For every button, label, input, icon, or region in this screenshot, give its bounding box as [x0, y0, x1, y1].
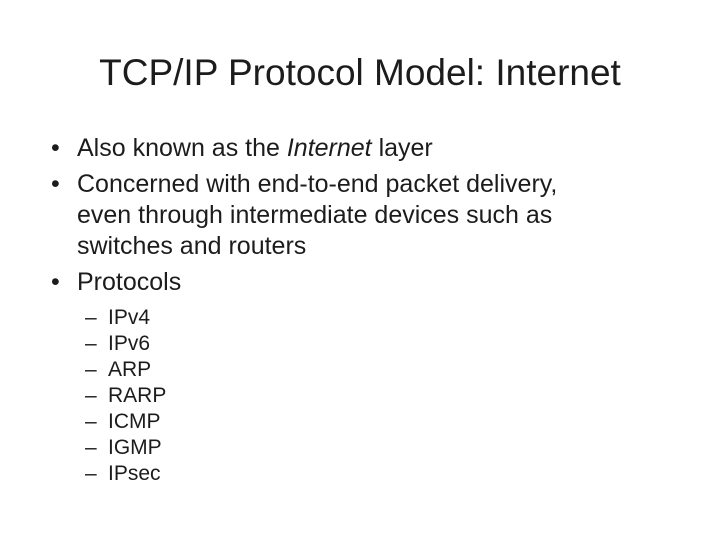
protocol-label: RARP [108, 384, 167, 407]
slide-title: TCP/IP Protocol Model: Internet [99, 52, 621, 93]
dash-icon: – [85, 436, 97, 459]
protocol-item: – IPsec [0, 461, 700, 487]
protocol-item: – ARP [0, 357, 700, 383]
protocol-item: – IPv4 [0, 305, 700, 331]
slide-body: • Also known as the Internet layer • Con… [0, 133, 700, 487]
protocol-item: – IPv6 [0, 331, 700, 357]
dash-icon: – [85, 358, 97, 381]
dash-icon: – [85, 384, 97, 407]
bullet-dot-icon: • [51, 170, 60, 198]
bullet-dot-icon: • [51, 268, 60, 296]
dash-icon: – [85, 306, 97, 329]
bullet-text-italic: Internet [286, 134, 372, 162]
protocol-list: – IPv4 – IPv6 – ARP – RARP – ICMP – I [0, 305, 700, 487]
protocol-item: – RARP [0, 383, 700, 409]
protocol-item: – ICMP [0, 409, 700, 435]
bullet-text: Concerned with end-to-end packet deliver… [77, 170, 558, 260]
protocol-label: IGMP [108, 436, 162, 459]
bullet-text: Also known as the Internet layer [77, 134, 433, 162]
dash-icon: – [85, 410, 97, 433]
protocol-label: ICMP [108, 410, 161, 433]
dash-icon: – [85, 462, 97, 485]
bullet-dot-icon: • [51, 134, 60, 162]
protocol-label: IPv4 [108, 306, 151, 329]
bullet-text: Protocols [77, 268, 182, 296]
bullet-text-segment: layer [371, 134, 433, 162]
bullet-item-also-known: • Also known as the Internet layer [0, 133, 640, 164]
dash-icon: – [85, 332, 97, 355]
protocol-label: IPv6 [108, 332, 151, 355]
protocol-label: IPsec [108, 462, 161, 485]
bullet-text-segment: Also known as the [77, 134, 287, 162]
protocol-item: – IGMP [0, 435, 700, 461]
bullet-item-concerned: • Concerned with end-to-end packet deliv… [0, 169, 640, 262]
protocol-label: ARP [108, 358, 152, 381]
bullet-item-protocols: • Protocols [0, 267, 640, 298]
